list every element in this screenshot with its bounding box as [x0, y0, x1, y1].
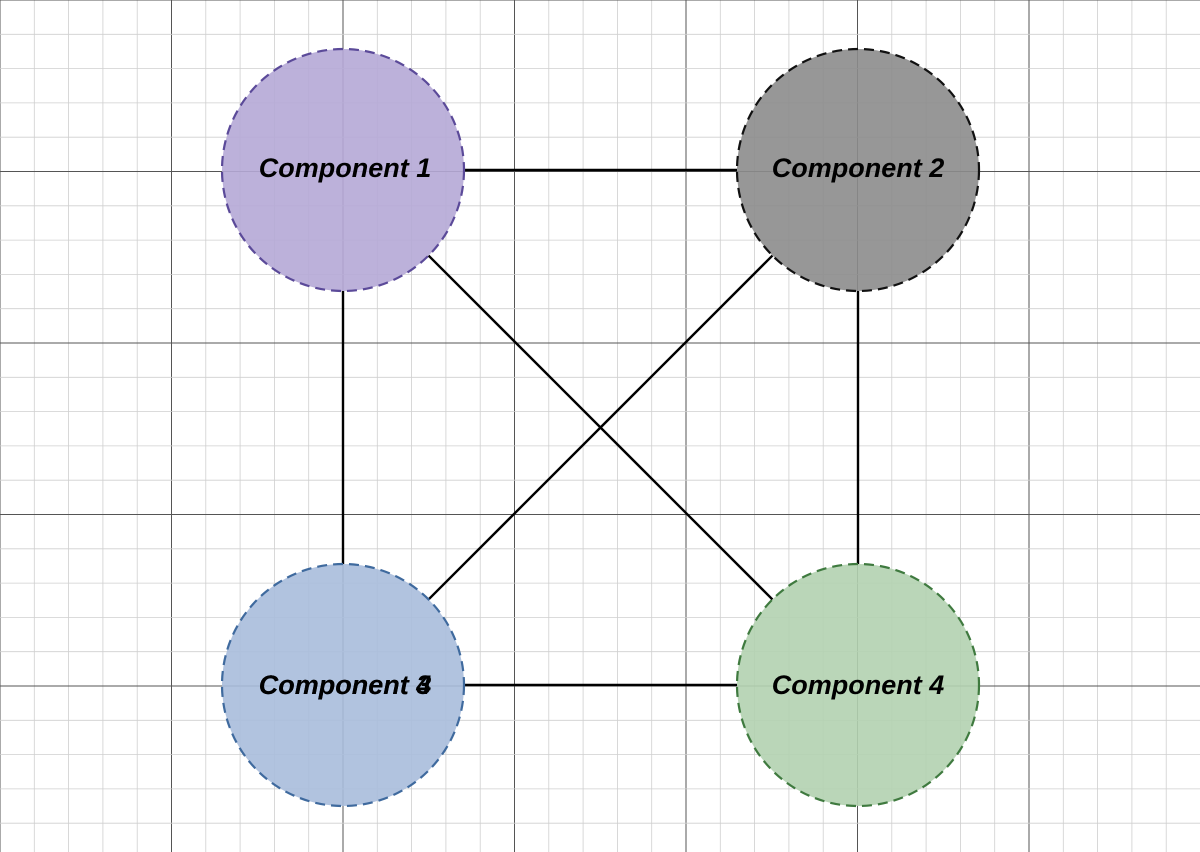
node-label: Component 4	[772, 670, 945, 700]
node-circle	[735, 562, 981, 808]
node-component-1[interactable]: Component 1	[220, 47, 466, 293]
node-label: Component 2	[772, 153, 945, 183]
node-component-4[interactable]: Component 4	[735, 562, 981, 808]
node-circle	[735, 47, 981, 293]
node-component-2[interactable]: Component 2	[735, 47, 981, 293]
overlapping-node-label: Component 4	[259, 670, 432, 700]
node-label: Component 1	[259, 153, 432, 183]
node-component-3[interactable]: Component 3 Component 4	[220, 562, 466, 808]
connection-lines	[341, 168, 860, 687]
edge-c2-c3	[427, 254, 774, 601]
node-circle	[220, 47, 466, 293]
node-label: Component 3	[259, 670, 432, 700]
node-circle	[220, 562, 466, 808]
